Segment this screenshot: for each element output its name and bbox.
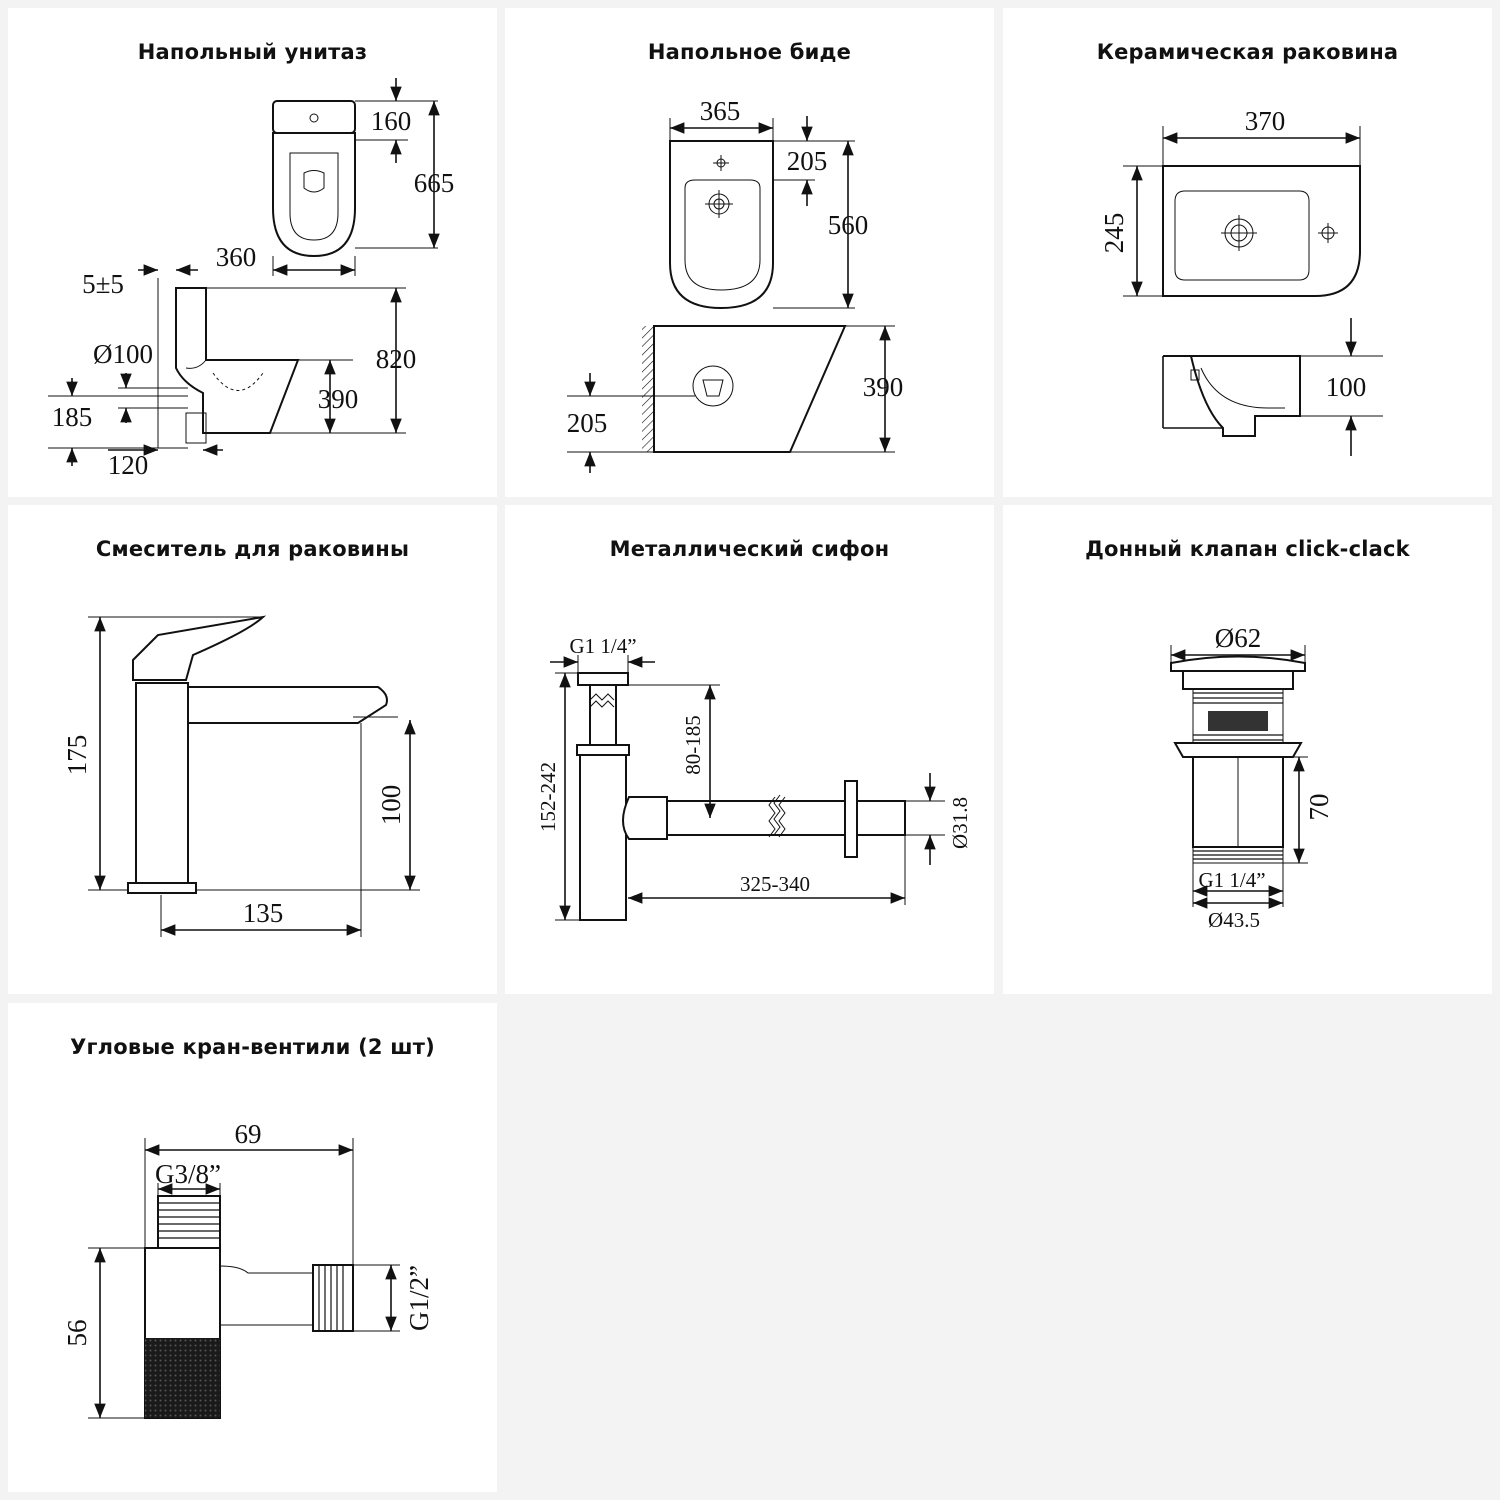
dim-325-340: 325-340 <box>740 872 810 896</box>
card-click-clack-valve: Донный клапан click-clack Ø62 <box>1003 505 1492 994</box>
card-title: Угловые кран-вентили (2 шт) <box>70 1035 435 1059</box>
dim-g1-2: G1/2” <box>404 1265 434 1331</box>
dim-100: 100 <box>1326 372 1367 402</box>
card-floor-bidet: Напольное биде 365 205 560 <box>505 8 994 497</box>
dim-g1-1-4: G1 1/4” <box>569 634 636 658</box>
dim-820: 820 <box>376 344 417 374</box>
valve-drawing: Ø62 70 G1 1/4” Ø43.5 <box>1170 623 1334 932</box>
dim-390: 390 <box>318 384 359 414</box>
card-title: Смеситель для раковины <box>95 537 410 561</box>
card-floor-toilet: Напольный унитаз 160 665 360 <box>8 8 497 497</box>
dim-g1-1-4: G1 1/4” <box>1198 868 1265 892</box>
dim-185: 185 <box>52 402 93 432</box>
card-title: Напольное биде <box>647 40 852 64</box>
angle-valve-shape <box>144 1195 354 1419</box>
dim-56: 56 <box>62 1320 92 1347</box>
card-metal-siphon: Металлический сифон G1 1/4” 80-185 152-2… <box>505 505 994 994</box>
card-title: Металлический сифон <box>609 537 890 561</box>
dim-d31-8: Ø31.8 <box>948 797 972 849</box>
dim-175: 175 <box>62 735 92 776</box>
dim-d100: Ø100 <box>93 339 153 369</box>
toilet-side-view <box>157 278 300 448</box>
dim-160: 160 <box>371 106 412 136</box>
dim-120: 120 <box>108 450 149 480</box>
card-ceramic-basin: Керамическая раковина 370 245 100 <box>1003 8 1492 497</box>
siphon-drawing: G1 1/4” 80-185 152-242 Ø31.8 325-340 <box>536 634 972 921</box>
basin-top-view <box>1162 165 1361 297</box>
basin-drawing: 370 245 100 <box>1099 106 1383 456</box>
basin-side-view <box>1162 355 1301 437</box>
angle-valve-drawing: 69 G3/8” 56 G1/2” <box>62 1119 434 1419</box>
bidet-drawing: 365 205 560 390 205 <box>567 96 904 473</box>
dim-360: 360 <box>216 242 257 272</box>
dim-365: 365 <box>700 96 741 126</box>
dim-d43-5: Ø43.5 <box>1208 908 1260 932</box>
bidet-side-view <box>642 325 847 453</box>
card-title: Керамическая раковина <box>1096 40 1399 64</box>
dim-152-242: 152-242 <box>536 762 560 832</box>
dim-g3-8: G3/8” <box>155 1159 221 1189</box>
card-basin-mixer: Смеситель для раковины 175 100 135 <box>8 505 497 994</box>
dim-205-top: 205 <box>787 146 828 176</box>
dim-69: 69 <box>235 1119 262 1149</box>
mixer-shape <box>127 615 398 894</box>
card-title: Напольный унитаз <box>137 40 368 64</box>
card-angle-valves: Угловые кран-вентили (2 шт) 69 <box>8 1003 497 1492</box>
dim-70: 70 <box>1304 794 1334 821</box>
dim-5-5: 5±5 <box>82 269 124 299</box>
dim-560: 560 <box>828 210 869 240</box>
dim-80-185: 80-185 <box>681 715 705 775</box>
toilet-drawing: 160 665 360 5±5 820 Ø100 390 <box>48 78 455 480</box>
mixer-drawing: 175 100 135 <box>62 615 420 937</box>
card-title: Донный клапан click-clack <box>1085 537 1410 561</box>
dim-390: 390 <box>863 372 904 402</box>
dim-370: 370 <box>1245 106 1286 136</box>
bidet-top-view <box>669 140 774 310</box>
dim-100: 100 <box>376 785 406 826</box>
toilet-top-view <box>272 100 356 258</box>
dim-245: 245 <box>1099 213 1129 254</box>
dim-205-bottom: 205 <box>567 408 608 438</box>
dim-665: 665 <box>414 168 455 198</box>
dim-135: 135 <box>243 898 284 928</box>
valve-shape <box>1170 655 1306 864</box>
dim-d62: Ø62 <box>1215 623 1262 653</box>
